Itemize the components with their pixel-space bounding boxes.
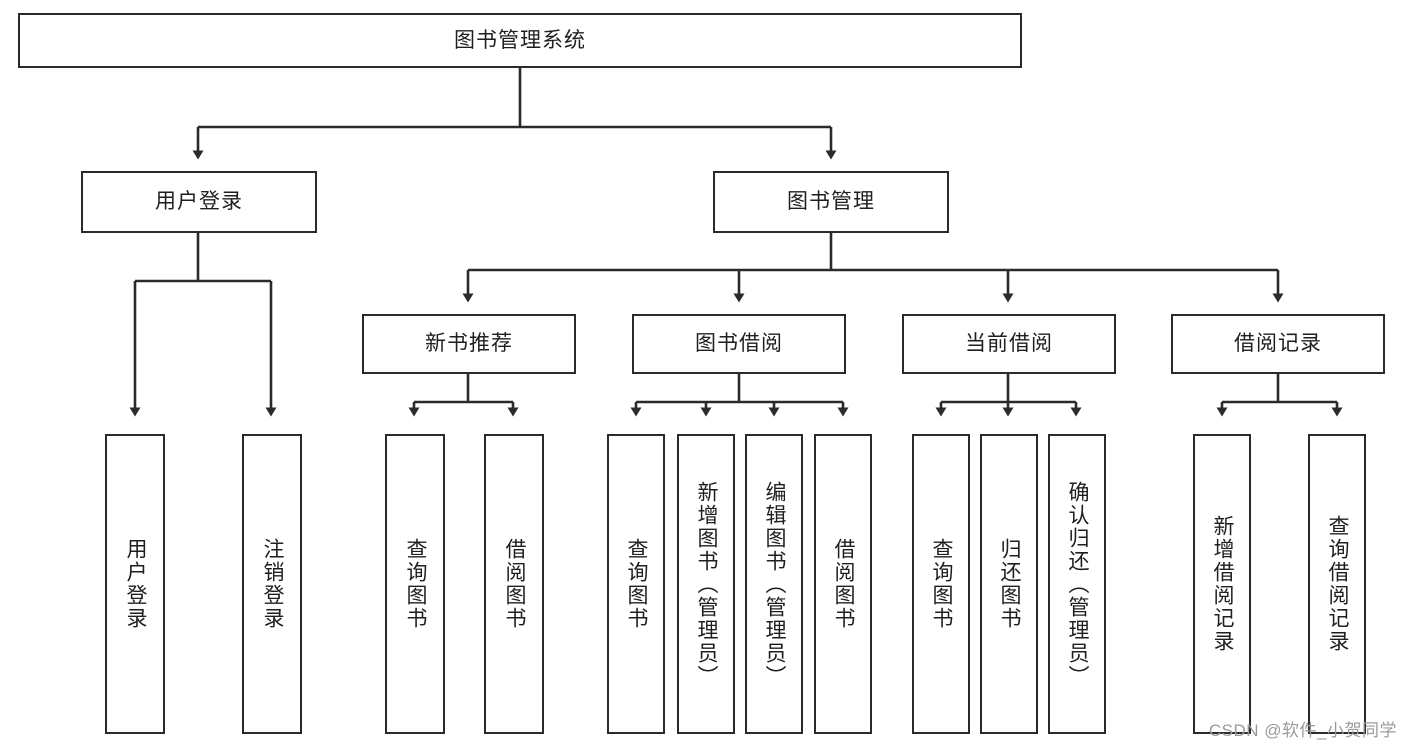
node-leaf-logout-login-label: 注销登录 [261, 538, 285, 630]
node-leaf-return-book[interactable]: 归还图书 [980, 434, 1038, 734]
node-user-login-label: 用户登录 [155, 190, 243, 214]
node-book-borrow-label: 图书借阅 [695, 332, 783, 356]
node-leaf-confirm-return-label: 确认归还（管理员） [1066, 480, 1090, 688]
node-leaf-borrow-book-2[interactable]: 借阅图书 [814, 434, 872, 734]
csdn-watermark: CSDN @软件_小贺同学 [1208, 721, 1397, 740]
node-leaf-add-book[interactable]: 新增图书（管理员） [677, 434, 735, 734]
node-leaf-query-book-1-label: 查询图书 [404, 538, 428, 630]
node-book-manage[interactable]: 图书管理 [713, 171, 949, 233]
node-new-book-recommend-label: 新书推荐 [425, 332, 513, 356]
node-borrow-record[interactable]: 借阅记录 [1171, 314, 1385, 374]
node-new-book-recommend[interactable]: 新书推荐 [362, 314, 576, 374]
node-leaf-return-book-label: 归还图书 [998, 538, 1022, 630]
node-root-system-label: 图书管理系统 [454, 28, 586, 52]
node-current-borrow-label: 当前借阅 [965, 332, 1053, 356]
node-leaf-query-record[interactable]: 查询借阅记录 [1308, 434, 1366, 734]
node-user-login[interactable]: 用户登录 [81, 171, 317, 233]
node-leaf-borrow-book-1-label: 借阅图书 [503, 538, 527, 630]
node-leaf-add-record-label: 新增借阅记录 [1211, 515, 1235, 653]
node-leaf-query-book-2[interactable]: 查询图书 [607, 434, 665, 734]
node-leaf-query-book-3[interactable]: 查询图书 [912, 434, 970, 734]
node-leaf-add-book-label: 新增图书（管理员） [695, 480, 719, 688]
node-leaf-logout-login[interactable]: 注销登录 [242, 434, 302, 734]
node-leaf-query-book-2-label: 查询图书 [625, 538, 649, 630]
node-book-manage-label: 图书管理 [787, 190, 875, 214]
node-leaf-query-record-label: 查询借阅记录 [1326, 515, 1350, 653]
node-leaf-user-login[interactable]: 用户登录 [105, 434, 165, 734]
node-leaf-edit-book-label: 编辑图书（管理员） [763, 480, 787, 688]
node-leaf-query-book-1[interactable]: 查询图书 [385, 434, 445, 734]
node-book-borrow[interactable]: 图书借阅 [632, 314, 846, 374]
node-leaf-query-book-3-label: 查询图书 [930, 538, 954, 630]
node-leaf-borrow-book-2-label: 借阅图书 [832, 538, 856, 630]
node-leaf-borrow-book-1[interactable]: 借阅图书 [484, 434, 544, 734]
node-leaf-user-login-label: 用户登录 [124, 538, 148, 630]
node-leaf-add-record[interactable]: 新增借阅记录 [1193, 434, 1251, 734]
node-borrow-record-label: 借阅记录 [1234, 332, 1322, 356]
node-leaf-edit-book[interactable]: 编辑图书（管理员） [745, 434, 803, 734]
node-leaf-confirm-return[interactable]: 确认归还（管理员） [1048, 434, 1106, 734]
node-current-borrow[interactable]: 当前借阅 [902, 314, 1116, 374]
node-root-system[interactable]: 图书管理系统 [18, 13, 1022, 68]
